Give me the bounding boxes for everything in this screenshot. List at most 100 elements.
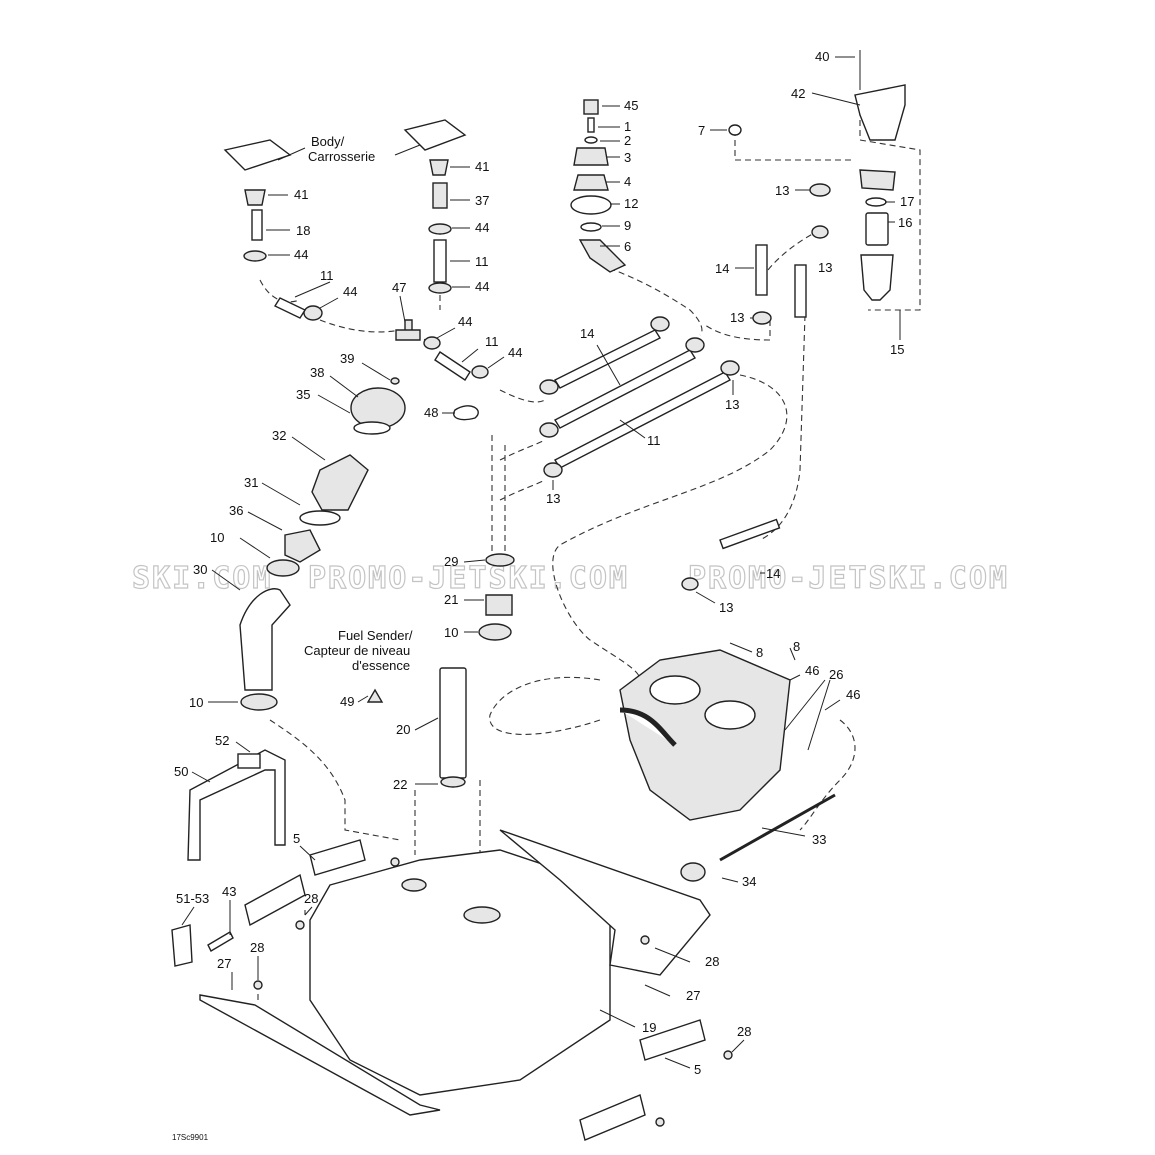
callouts: 40 42 7 45 1 2 3 4 12 9 6 13 17 16 13 14… <box>174 49 914 1077</box>
nut-36 <box>284 529 321 563</box>
strap-50 <box>187 749 286 861</box>
callout-26: 26 <box>829 667 843 682</box>
clamp-13-b <box>811 225 829 239</box>
clamp-13-g <box>650 316 670 332</box>
callout-47: 47 <box>392 280 406 295</box>
callout-36: 36 <box>229 503 243 518</box>
tank-neck-a <box>401 878 427 892</box>
callout-42: 42 <box>791 86 805 101</box>
gasket-22 <box>440 776 466 788</box>
callout-3: 3 <box>624 150 631 165</box>
callout-4: 4 <box>624 174 631 189</box>
clamp-13-a <box>809 183 831 197</box>
callout-28-b: 28 <box>250 940 264 955</box>
tank-neck-b <box>463 906 501 924</box>
rivet-43 <box>207 931 234 952</box>
part-39 <box>390 377 400 385</box>
callout-33: 33 <box>812 832 826 847</box>
callout-44-d: 44 <box>343 284 357 299</box>
callout-1: 1 <box>624 119 631 134</box>
callout-10-b: 10 <box>444 625 458 640</box>
watermark-center: PROMO-JETSKI.COM <box>308 561 629 596</box>
hose-14-vertical-2 <box>794 264 807 318</box>
clamp-10-b <box>240 693 278 711</box>
diagram-code: 17Sc9901 <box>172 1133 209 1142</box>
carburetor <box>619 649 791 821</box>
cap-gasket <box>353 421 391 435</box>
callout-10-a: 10 <box>210 530 224 545</box>
note-fuel-sender-1: Fuel Sender/ <box>338 628 413 643</box>
clamp-13-f <box>543 462 563 478</box>
callout-30: 30 <box>193 562 207 577</box>
callout-38: 38 <box>310 365 324 380</box>
nut-7 <box>728 124 742 136</box>
callout-9: 9 <box>624 218 631 233</box>
plate-51-53 <box>171 924 193 967</box>
clamp-13-c <box>752 311 772 325</box>
washer-2 <box>584 136 598 144</box>
note-fuel-sender-3: d'essence <box>352 658 410 673</box>
hose-11-long <box>554 371 731 469</box>
clamp-10-a <box>266 559 300 577</box>
callout-6: 6 <box>624 239 631 254</box>
nut-4 <box>573 174 609 191</box>
filter-16 <box>865 212 889 246</box>
callout-52: 52 <box>215 733 229 748</box>
callout-15: 15 <box>890 342 904 357</box>
callout-34: 34 <box>742 874 756 889</box>
notes: Body/ Carrosserie Fuel Sender/ Capteur d… <box>172 134 413 1142</box>
clamp-44-b <box>428 223 452 235</box>
clip-52 <box>237 753 261 769</box>
fuel-tank-19 <box>309 849 611 1096</box>
body-pad-right <box>403 119 467 151</box>
carb-throat-a <box>649 675 701 705</box>
hose-14-vertical <box>755 244 768 296</box>
grommet-left <box>244 189 266 206</box>
valve-6 <box>578 239 627 273</box>
screw-28-f <box>655 1117 665 1127</box>
callout-44-a: 44 <box>294 247 308 262</box>
callout-46-b: 46 <box>846 687 860 702</box>
hose-11-c <box>434 351 471 381</box>
callout-51-53: 51-53 <box>176 891 209 906</box>
bolt-1 <box>587 117 595 133</box>
callout-13-c: 13 <box>730 310 744 325</box>
clamp-13-e <box>539 422 559 438</box>
cap-3 <box>573 147 609 166</box>
watermark: SKI.COM PROMO-JETSKI.COM PROMO-JETSKI.CO… <box>131 560 1007 596</box>
watermark-left: SKI.COM <box>132 561 272 596</box>
callout-50: 50 <box>174 764 188 779</box>
callout-39: 39 <box>340 351 354 366</box>
callout-18: 18 <box>296 223 310 238</box>
body-pad-left <box>223 139 292 171</box>
ring-9 <box>580 222 602 232</box>
callout-11-d: 11 <box>647 433 661 448</box>
callout-20: 20 <box>396 722 410 737</box>
pad-5-d <box>579 1094 646 1141</box>
callout-11-a: 11 <box>475 254 489 269</box>
filler-neck <box>311 454 369 511</box>
callout-40: 40 <box>815 49 829 64</box>
callout-41-a: 41 <box>294 187 308 202</box>
screw-28-a <box>390 857 400 867</box>
screw-28-d <box>640 935 650 945</box>
clamp-44-f <box>471 365 489 379</box>
callout-32: 32 <box>272 428 286 443</box>
callout-22: 22 <box>393 777 407 792</box>
clamp-13-j <box>681 577 699 591</box>
callout-5-b: 5 <box>694 1062 701 1077</box>
callout-2: 2 <box>624 133 631 148</box>
note-body-left-2: Carrosserie <box>308 149 375 164</box>
note-fuel-sender-2: Capteur de niveau <box>304 643 410 658</box>
callout-11-b: 11 <box>320 268 334 283</box>
callout-21: 21 <box>444 592 458 607</box>
callout-7: 7 <box>698 123 705 138</box>
filter-head <box>859 169 896 191</box>
pad-5-a <box>309 839 366 876</box>
drop-49 <box>366 688 384 703</box>
callout-28-c: 28 <box>705 954 719 969</box>
callout-44-f: 44 <box>508 345 522 360</box>
tank-rail-27 <box>199 994 441 1116</box>
callout-46-a: 46 <box>805 663 819 678</box>
parts <box>171 50 906 1141</box>
